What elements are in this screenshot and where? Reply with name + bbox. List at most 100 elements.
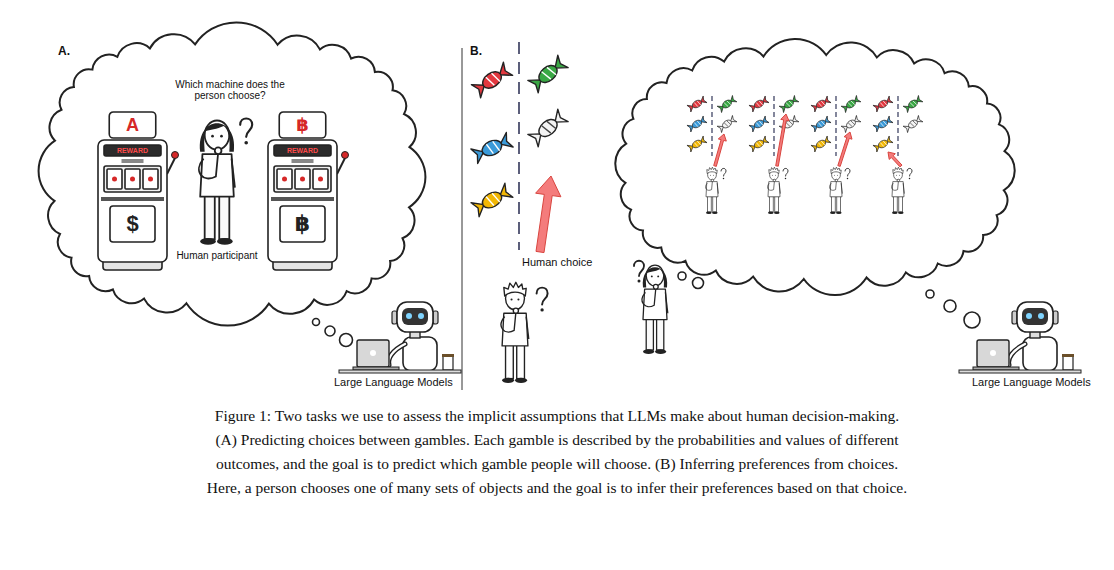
candy-icon [536,116,561,140]
robot-figure [442,354,454,357]
slot-machine-drawing [172,152,179,159]
candy-icon [687,96,707,112]
candy-icon [907,98,919,109]
person-figure [708,196,712,212]
candy-icon [815,119,827,130]
person-figure [893,167,903,173]
slot-machine-drawing [95,112,170,272]
choice-arrow [776,114,789,166]
candy-icon [848,120,855,127]
person-figure [513,308,518,313]
person-figure [653,284,658,289]
person-figure [892,212,898,214]
candy-icon [841,115,861,132]
person-figure [779,183,780,193]
question-mark-symbol [638,280,641,283]
slot-machine-drawing [125,169,140,189]
person-figure [768,181,775,190]
candy-icon [471,62,512,98]
candy-icon [815,139,827,150]
person-figure [501,312,516,332]
candy-icon [480,137,505,158]
question-mark-symbol [240,119,252,145]
candy-icon [749,136,769,152]
robot-figure [389,344,405,365]
candy-icon [880,120,887,127]
slot-machine-drawing [122,159,144,163]
candy-icon [910,120,917,127]
candy-icon [528,109,568,146]
panel-letter: A. [58,44,70,58]
question-mark-symbol [537,288,548,312]
slot-machine-drawing [101,197,164,201]
person-figure [773,179,775,181]
thought-trail [944,300,956,312]
person-figure [643,349,654,354]
slot-machine-drawing [107,169,122,189]
candy-icon [818,100,825,107]
person-figure [706,182,718,197]
robot-figure [443,356,453,370]
robot-figure [339,302,461,373]
robot-figure [1022,308,1048,325]
thought-trail [678,272,704,289]
choice-scenario [811,95,861,214]
slot-machine-drawing [318,177,323,182]
candy-icon [818,140,825,147]
person-figure [709,174,711,176]
figure-label: Large Language Models [334,376,453,389]
person-figure [657,275,659,277]
participant-label: Human participant [176,250,257,262]
slot-machine-drawing [292,159,314,163]
question-mark-symbol [907,168,912,176]
candy-icon [903,95,923,112]
candy-icon [480,68,505,91]
candy-icon [724,100,731,107]
person-figure [219,194,229,239]
slot-machine-drawing [280,206,325,242]
thought-trail [340,334,353,347]
candy-icon [815,99,827,110]
slot-machine-drawing [300,177,305,182]
candy-icon [717,115,737,132]
arrow-label: Human choice [522,256,592,269]
slot-machine-drawing [295,169,310,189]
candy-icon [873,136,893,152]
person-figure [768,212,774,214]
candy-icon [841,95,861,112]
candy-icon [542,120,556,135]
robot-figure [406,313,412,319]
person-figure [504,282,526,296]
candy-icon [873,116,893,132]
candy-icon [753,139,765,150]
candy-icon [756,140,763,147]
thought-bubble-outline [39,22,426,325]
dashed-divider [711,96,712,156]
person-figure [707,167,717,173]
candy-icon [486,192,500,207]
candy-icon [811,96,831,112]
candy-icon [880,100,887,107]
question-mark-symbol [244,141,248,145]
candy-icon [786,120,793,127]
slot-machine-drawing [313,169,328,189]
person-figure [217,238,233,245]
robot-figure [990,350,996,356]
slot-machine-drawing [268,140,337,262]
figure-caption: Figure 1: Two tasks we use to assess the… [205,404,909,500]
candy-icon [471,183,513,216]
person-figure [657,318,664,350]
person-figure [770,196,774,212]
robot-figure [1017,302,1053,332]
person-figure [768,182,780,197]
person-figure [895,174,897,176]
person-figure [830,212,836,214]
slot-machine-drawing [143,169,158,189]
person-figure [774,212,780,214]
divider-line [462,48,463,390]
robot-figure [370,350,376,356]
robot-figure [1023,337,1057,371]
candy-icon [471,132,513,163]
person-figure [894,196,898,212]
